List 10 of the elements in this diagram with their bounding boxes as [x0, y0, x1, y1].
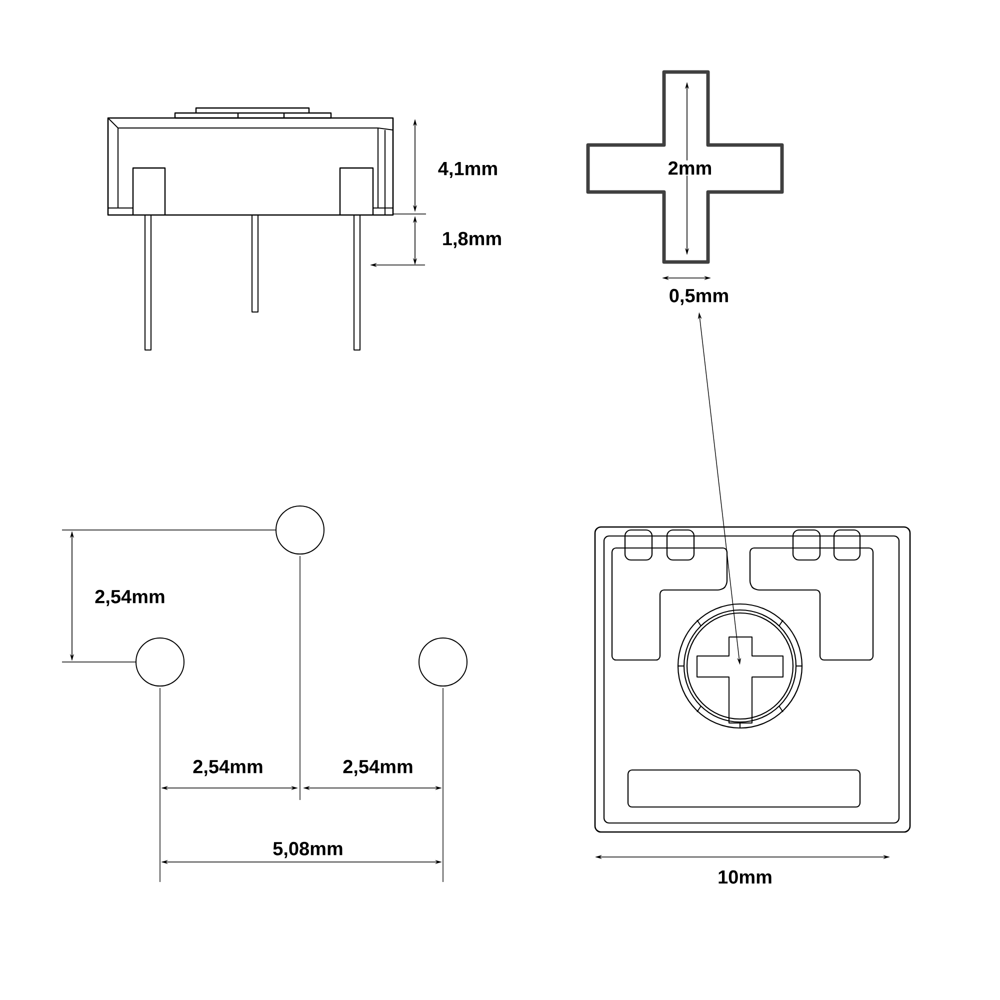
dimension-label: 4,1mm — [438, 162, 497, 178]
dimension-label: 2mm — [668, 161, 711, 175]
dimension-label: 1,8mm — [443, 232, 501, 248]
dimension-label: 2,54mm — [193, 760, 262, 776]
slot-cross-drawing — [696, 636, 784, 724]
dimension-label: 0,5mm — [670, 288, 728, 306]
dimension-label: 10mm — [718, 870, 772, 884]
dimension-label: 5,08mm — [273, 842, 342, 858]
dimension-label: 2,54mm — [343, 760, 412, 776]
dimension-label: 2,54mm — [95, 590, 164, 606]
